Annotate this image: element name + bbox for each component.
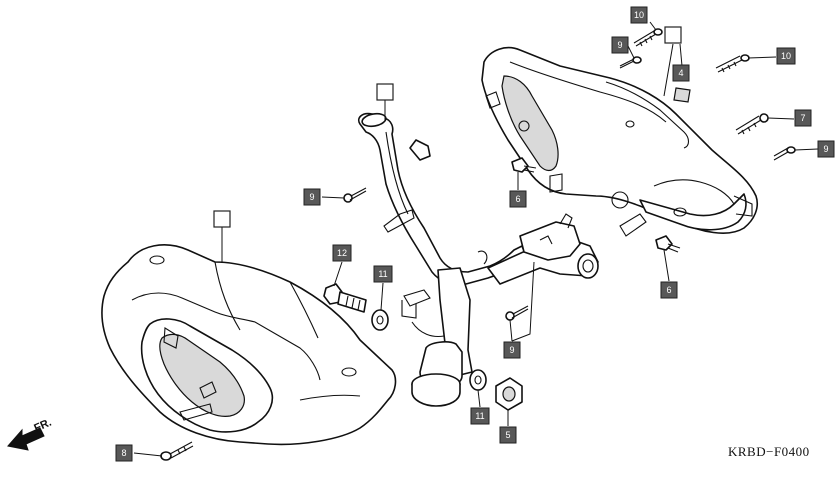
bolt-12 — [323, 283, 367, 313]
callout-label: 9 — [617, 40, 622, 50]
front-direction-arrow: FR. — [7, 417, 53, 451]
callout-label: 4 — [678, 68, 683, 78]
callout-label: 11 — [475, 411, 484, 421]
screw-9-bottom — [505, 305, 529, 321]
callout-5: 5 — [499, 426, 517, 444]
callout-label: 12 — [337, 248, 347, 258]
callout-9-left: 9 — [303, 188, 321, 206]
callout-label: 9 — [309, 192, 314, 202]
callout-6-bottom: 6 — [660, 281, 678, 299]
clip-6-top — [511, 157, 537, 173]
screw-9-top — [619, 56, 642, 69]
callout-label: 6 — [515, 194, 520, 204]
drawing-code: KRBD−F0400 — [728, 444, 810, 459]
callout-10-top: 10 — [630, 6, 648, 24]
callout-12: 12 — [332, 244, 352, 262]
callout-label: 10 — [634, 10, 644, 20]
reference-box-front-cover — [213, 210, 231, 228]
screw-8 — [160, 441, 194, 461]
callout-label: 6 — [666, 285, 671, 295]
callout-9-right: 9 — [817, 140, 835, 158]
handlebar-pipe — [357, 112, 599, 407]
screw-7 — [735, 113, 769, 135]
washer-11-bottom — [469, 369, 487, 391]
reference-box-handlebar — [376, 83, 394, 101]
reference-box-rear-cover — [664, 26, 682, 44]
callout-label: 10 — [781, 51, 791, 61]
callout-9-top: 9 — [611, 36, 629, 54]
callout-6-top: 6 — [509, 190, 527, 208]
front-handlebar-cover — [101, 244, 397, 446]
callout-label: 9 — [509, 345, 514, 355]
callout-label: 5 — [505, 430, 510, 440]
screw-9-right — [773, 146, 796, 161]
callout-label: 9 — [823, 144, 828, 154]
callout-label: 8 — [121, 448, 126, 458]
callout-4: 4 — [672, 64, 690, 82]
clip-6-bottom — [655, 235, 681, 253]
washer-11-left — [371, 309, 389, 331]
arrow-icon — [7, 427, 45, 451]
screw-9-left — [343, 187, 367, 203]
leader-lines — [133, 21, 819, 457]
callout-label: 7 — [800, 113, 805, 123]
tapping-screw-10-right — [715, 54, 750, 73]
rear-handlebar-cover — [481, 46, 759, 237]
callout-9-bottom: 9 — [503, 341, 521, 359]
callout-7: 7 — [794, 109, 812, 127]
callout-label: 11 — [378, 269, 387, 279]
callout-11-left: 11 — [373, 265, 393, 283]
callout-11-bottom: 11 — [470, 407, 490, 425]
callout-8: 8 — [115, 444, 133, 462]
nut-5 — [495, 377, 523, 411]
callout-10-right: 10 — [776, 47, 796, 65]
direction-label: FR. — [32, 417, 53, 435]
tapping-screw-10-top — [633, 28, 663, 47]
